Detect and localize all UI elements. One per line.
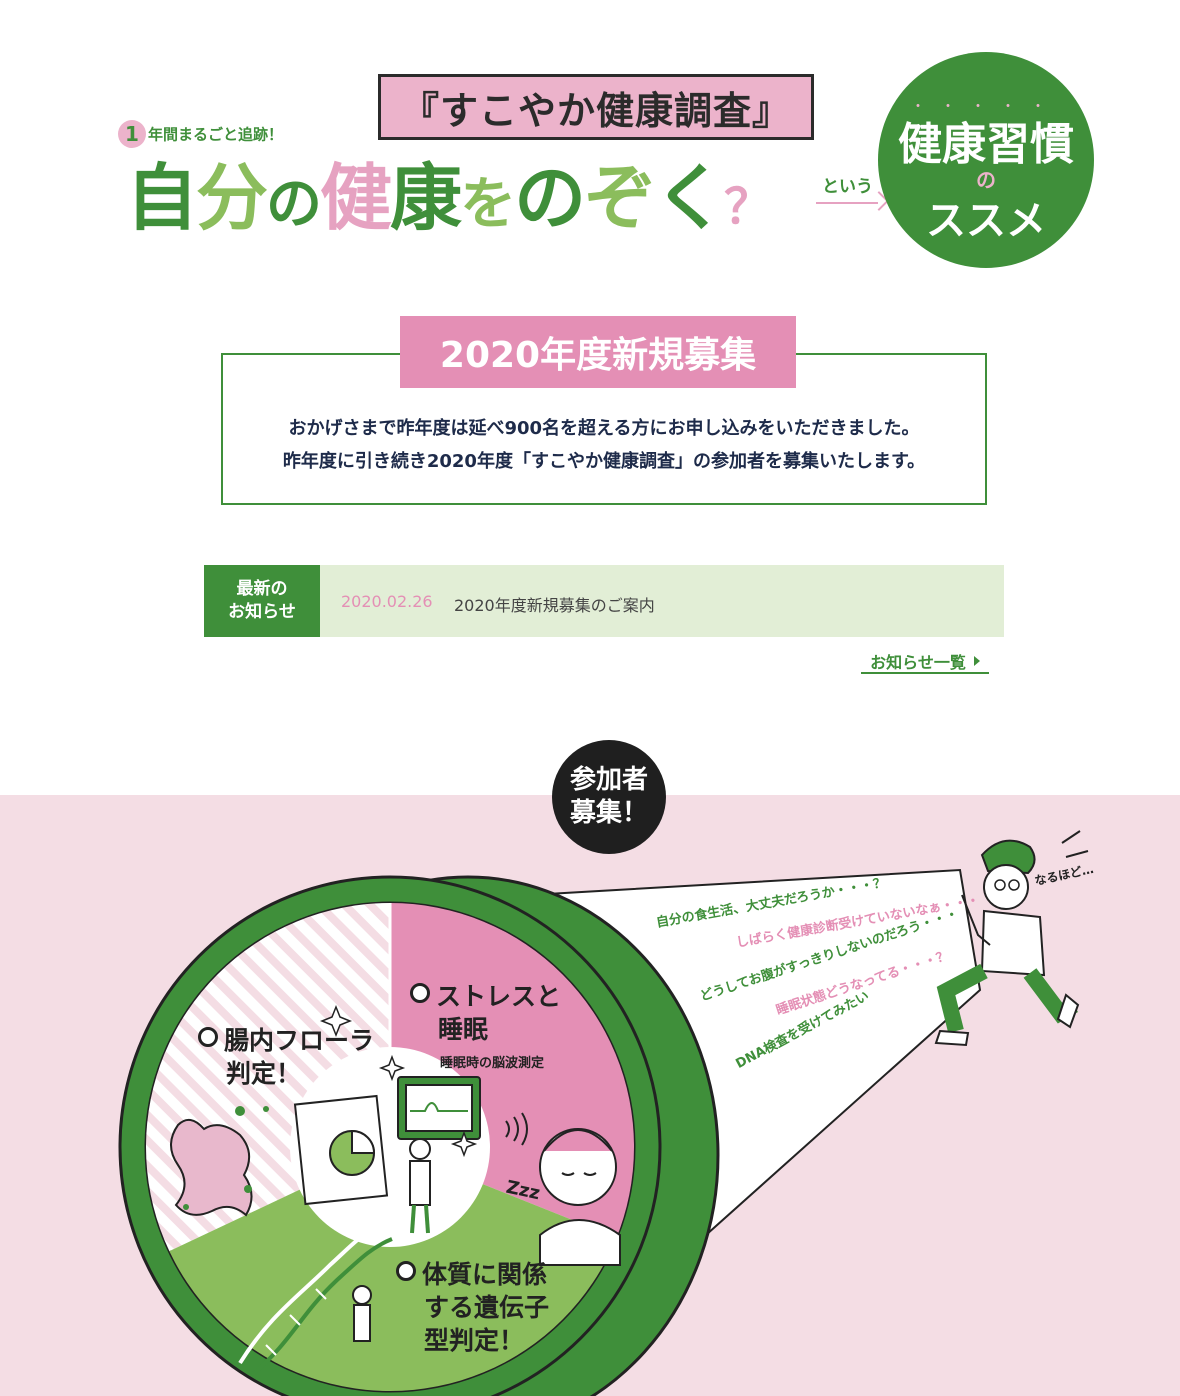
gene-title: 体質に関係 する遺伝子 型判定！	[396, 1258, 549, 1357]
title-char: 康	[390, 156, 462, 240]
habit-no: の	[976, 168, 996, 192]
main-title: 自分の健康をのぞく？	[126, 148, 816, 248]
gene-line2: する遺伝子	[424, 1293, 550, 1322]
badge-line1: 参加者	[569, 765, 648, 795]
toiu-label: という	[822, 177, 873, 197]
stress-sleep-line1: ストレスと	[436, 982, 562, 1011]
title-char: ぞ	[584, 156, 656, 240]
news-label-line1: 最新の	[236, 579, 288, 599]
survey-name-box: 『すこやか健康調査』	[378, 74, 814, 140]
tagline-number: 1	[118, 120, 146, 148]
recruit-line1: おかげさまで昨年度は延べ900名を超える方にお申し込みをいただきました。	[288, 418, 920, 439]
news-item-link[interactable]: 2020年度新規募集のご案内	[454, 596, 655, 615]
chevron-right-icon	[973, 656, 980, 666]
habit-line1: 健康習慣	[898, 119, 1074, 170]
title-char: く	[654, 156, 726, 240]
title-char: ？	[724, 179, 772, 235]
title-char: の	[266, 172, 322, 237]
title-char: 健	[320, 156, 392, 240]
news-label: 最新の お知らせ	[204, 565, 320, 637]
gut-flora-title: 腸内フローラ 判定！	[198, 1024, 374, 1090]
magnifier-illustration	[118, 830, 1089, 1396]
recruit-line2: 昨年度に引き続き2020年度「すこやか健康調査」の参加者を募集いたします。	[282, 451, 926, 472]
tagline-text: 年間まるごと追跡！	[148, 125, 284, 144]
stress-sleep-sub: 睡眠時の脳波測定	[440, 1056, 545, 1071]
sparkle-icon	[378, 1054, 406, 1082]
recruit-label: 2020年度新規募集	[400, 316, 796, 388]
gene-line1: 体質に関係	[422, 1260, 548, 1289]
news-list-link[interactable]: お知らせ一覧	[861, 650, 989, 674]
habit-circle: ・・・・・ 健康習慣 の ススメ	[878, 52, 1094, 268]
badge-line2: 募集！	[569, 798, 648, 828]
title-char: 自	[126, 156, 198, 240]
gene-line3: 型判定！	[424, 1326, 525, 1355]
sparkle-icon	[450, 1130, 478, 1158]
intestine-icon	[170, 1118, 253, 1217]
stress-sleep-title: ストレスと 睡眠	[410, 980, 561, 1046]
title-char: を	[460, 172, 516, 237]
title-char: の	[514, 156, 586, 240]
habit-line2: ススメ	[926, 198, 1046, 244]
recruit-badge: 参加者 募集！	[552, 740, 666, 854]
dots-decoration: ・・・・・	[911, 99, 1061, 115]
scientist-icon	[409, 1138, 431, 1160]
dna-icon	[238, 1223, 381, 1365]
title-char: 分	[196, 156, 268, 240]
news-list-label: お知らせ一覧	[870, 653, 966, 672]
stress-sleep-line2: 睡眠	[438, 1015, 489, 1044]
news-bar[interactable]	[204, 565, 1004, 637]
recruit-text: おかげさまで昨年度は延べ900名を超える方にお申し込みをいただきました。 昨年度…	[221, 412, 987, 478]
circle-bullet-icon	[198, 1027, 218, 1047]
gut-flora-line2: 判定！	[226, 1059, 302, 1088]
circle-bullet-icon	[410, 983, 430, 1003]
sparkle-icon	[319, 1004, 353, 1038]
news-label-line2: お知らせ	[228, 602, 296, 622]
arrow-icon	[816, 202, 878, 204]
circle-bullet-icon	[396, 1261, 416, 1281]
running-man-icon	[934, 830, 1089, 1047]
news-date: 2020.02.26	[341, 592, 433, 611]
gut-flora-line1: 腸内フローラ	[224, 1026, 375, 1055]
